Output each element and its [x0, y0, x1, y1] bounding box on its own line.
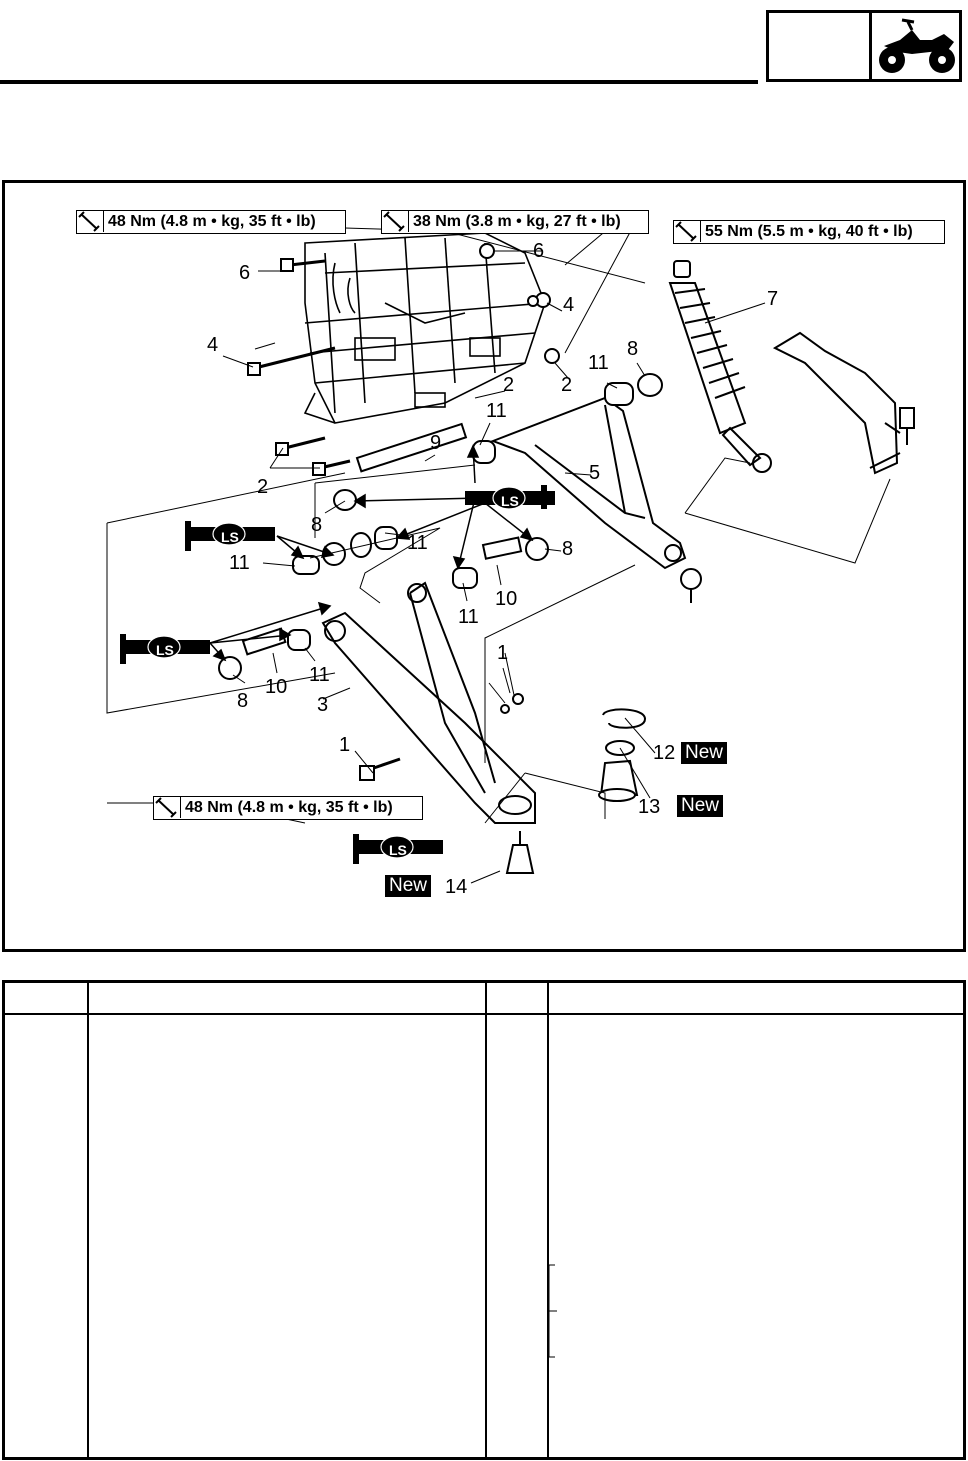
- new-part-badge: New: [681, 742, 728, 764]
- header-box-divider: [869, 13, 872, 79]
- lubricant-label: LS: [389, 842, 407, 858]
- torque-wrench-icon: [382, 211, 409, 232]
- atv-icon: [879, 18, 955, 73]
- part-callout: 13: [638, 796, 661, 818]
- part-callout: 8: [237, 690, 249, 712]
- torque-value: 55 Nm (5.5 m • kg, 40 ft • lb): [705, 223, 913, 240]
- part-callout: 6: [239, 262, 251, 284]
- torque-wrench-icon: [77, 211, 104, 232]
- guard-bracket: [772, 331, 915, 475]
- new-part-badge: New: [677, 795, 724, 817]
- header-rule: [0, 80, 758, 84]
- part-callout: 14: [445, 876, 468, 898]
- part-callout: 8: [627, 338, 639, 360]
- bracket-mark: [548, 1264, 557, 1358]
- leader-lines: [106, 222, 891, 824]
- part-callout: 12: [653, 742, 676, 764]
- part-callout: 11: [309, 664, 330, 686]
- part-callout: 9: [430, 432, 442, 454]
- shock-absorber: [668, 260, 772, 473]
- part-callout: 10: [265, 676, 288, 698]
- torque-spec-box: 38 Nm (3.8 m • kg, 27 ft • lb): [381, 210, 649, 234]
- torque-value: 48 Nm (4.8 m • kg, 35 ft • lb): [185, 799, 393, 816]
- frame-drawing: [303, 232, 546, 424]
- part-callout: 4: [563, 294, 575, 316]
- lubricant-label: LS: [501, 493, 519, 509]
- torque-wrench-icon: [674, 221, 701, 242]
- front-arm-exploded-view: [106, 222, 915, 884]
- part-callout: 5: [589, 462, 601, 484]
- callout-leaders: [222, 250, 766, 884]
- lubricant-label: LS: [156, 642, 174, 658]
- part-callout: 6: [533, 240, 545, 262]
- part-callout: 8: [562, 538, 574, 560]
- part-callout: 2: [257, 476, 269, 498]
- part-callout: 4: [207, 334, 219, 356]
- part-callout: 11: [486, 400, 507, 422]
- exploded-diagram: LS LS LS LS 48 Nm (4.8 m • kg, 35 ft • l…: [2, 180, 966, 952]
- part-callout: 2: [503, 374, 515, 396]
- new-part-badge: New: [385, 875, 432, 897]
- bolts: [247, 243, 560, 476]
- part-callout: 8: [311, 514, 323, 536]
- parts-table: [2, 980, 966, 1460]
- part-callout: 1: [339, 734, 351, 756]
- part-callout: 11: [407, 532, 428, 554]
- torque-value: 38 Nm (3.8 m • kg, 27 ft • lb): [413, 213, 621, 230]
- table-column-divider: [87, 983, 89, 1457]
- section-icon-box: [766, 10, 962, 82]
- torque-spec-box: 48 Nm (4.8 m • kg, 35 ft • lb): [153, 796, 423, 820]
- torque-value: 48 Nm (4.8 m • kg, 35 ft • lb): [108, 213, 316, 230]
- torque-wrench-icon: [154, 797, 181, 818]
- part-callout: 1: [497, 642, 509, 664]
- table-column-divider: [485, 983, 487, 1457]
- torque-spec-box: 48 Nm (4.8 m • kg, 35 ft • lb): [76, 210, 346, 234]
- lubricant-label: LS: [221, 529, 239, 545]
- table-header-rule: [5, 1013, 963, 1015]
- part-callout: 2: [561, 374, 573, 396]
- part-callout: 11: [588, 352, 609, 374]
- ball-joint-parts: [505, 708, 647, 874]
- part-callout: 3: [317, 694, 329, 716]
- part-callout: 11: [458, 606, 479, 628]
- table-column-divider: [547, 983, 549, 1457]
- part-callout: 11: [229, 552, 250, 574]
- part-callout: 7: [767, 288, 779, 310]
- lubricant-applicators: [120, 485, 555, 864]
- lower-arm: [321, 581, 536, 824]
- lubricant-arrows: [209, 444, 534, 662]
- torque-spec-box: 55 Nm (5.5 m • kg, 40 ft • lb): [673, 220, 945, 244]
- part-callout: 10: [495, 588, 518, 610]
